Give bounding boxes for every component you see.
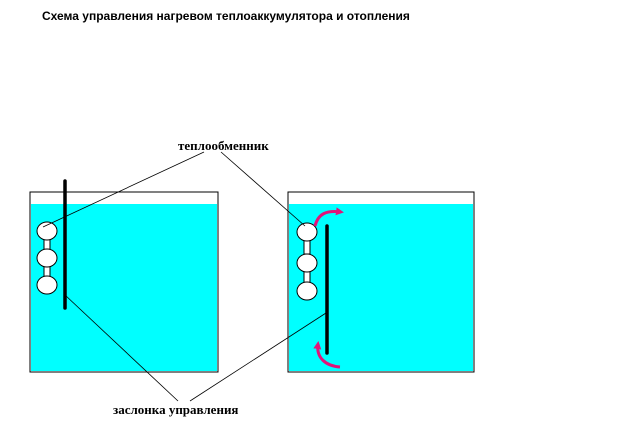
heat-exchanger-left xyxy=(36,221,58,295)
damper-leaders xyxy=(64,294,327,402)
exchanger-ball xyxy=(36,221,58,241)
leader-line xyxy=(42,151,205,228)
leader-line xyxy=(220,151,306,227)
label-heat-exchanger: теплообменник xyxy=(178,138,269,153)
tank-left-water xyxy=(31,204,217,371)
leader-line xyxy=(64,294,179,402)
heat-exchanger-right xyxy=(296,222,318,301)
tank-right xyxy=(287,191,475,373)
exchanger-ball xyxy=(296,253,318,273)
exchanger-ball xyxy=(296,281,318,301)
exchanger-connector xyxy=(303,239,311,255)
flow-arrow-top xyxy=(313,207,344,227)
label-control-damper: заслонка управления xyxy=(113,402,238,417)
exchanger-ball xyxy=(36,275,58,295)
diagram-title: Схема управления нагревом теплоаккумулят… xyxy=(42,9,410,23)
leader-line xyxy=(189,312,327,402)
flow-arrow-bottom xyxy=(313,341,341,369)
exchanger-connector xyxy=(303,270,311,284)
exchanger-ball xyxy=(36,248,58,268)
tank-left xyxy=(29,179,219,373)
exchanger-ball xyxy=(296,222,318,242)
heat-exchanger-leaders xyxy=(42,151,306,228)
